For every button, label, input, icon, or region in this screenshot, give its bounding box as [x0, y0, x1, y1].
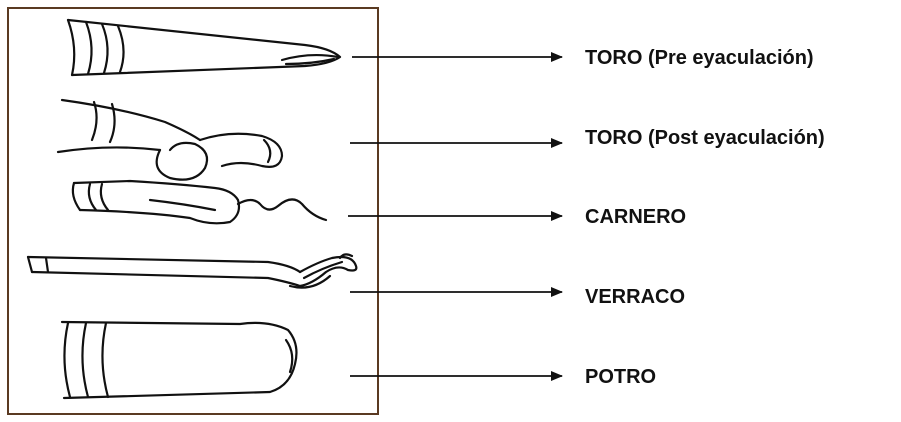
label-potro: POTRO [585, 365, 656, 389]
label-toro-pre: TORO (Pre eyaculación) [585, 46, 814, 70]
ram-penis-icon [73, 181, 326, 223]
stallion-penis-icon [62, 322, 296, 398]
label-toro-post: TORO (Post eyaculación) [585, 126, 825, 150]
label-verraco: VERRACO [585, 285, 685, 309]
bull-pre-ejaculation-penis-icon [68, 20, 340, 75]
boar-penis-icon [28, 254, 356, 287]
bull-post-ejaculation-penis-icon [58, 100, 282, 180]
label-carnero: CARNERO [585, 205, 686, 229]
